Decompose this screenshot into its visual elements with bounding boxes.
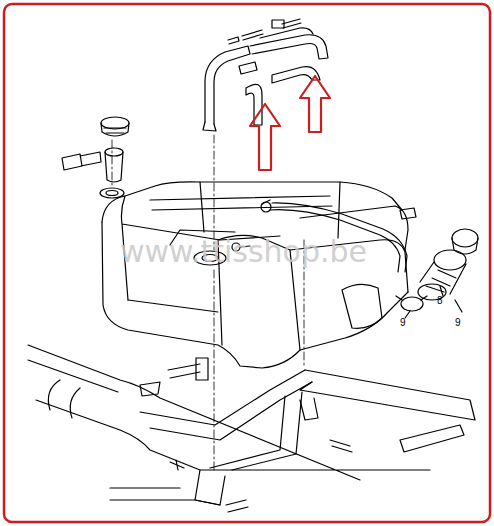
support-frame: [28, 345, 475, 512]
callout-number: 9: [400, 318, 406, 328]
filler-hose: [396, 229, 478, 318]
callout-number: 8: [437, 296, 443, 306]
red-arrow: [250, 76, 330, 170]
bolts: [228, 19, 301, 44]
callout-number: 9: [455, 318, 461, 328]
watermark: www.ttisshop.be: [120, 237, 367, 267]
fuel-tank: [102, 182, 408, 368]
filler-neck: [62, 117, 129, 198]
center-lines: [112, 135, 304, 470]
red-frame: [4, 4, 490, 522]
